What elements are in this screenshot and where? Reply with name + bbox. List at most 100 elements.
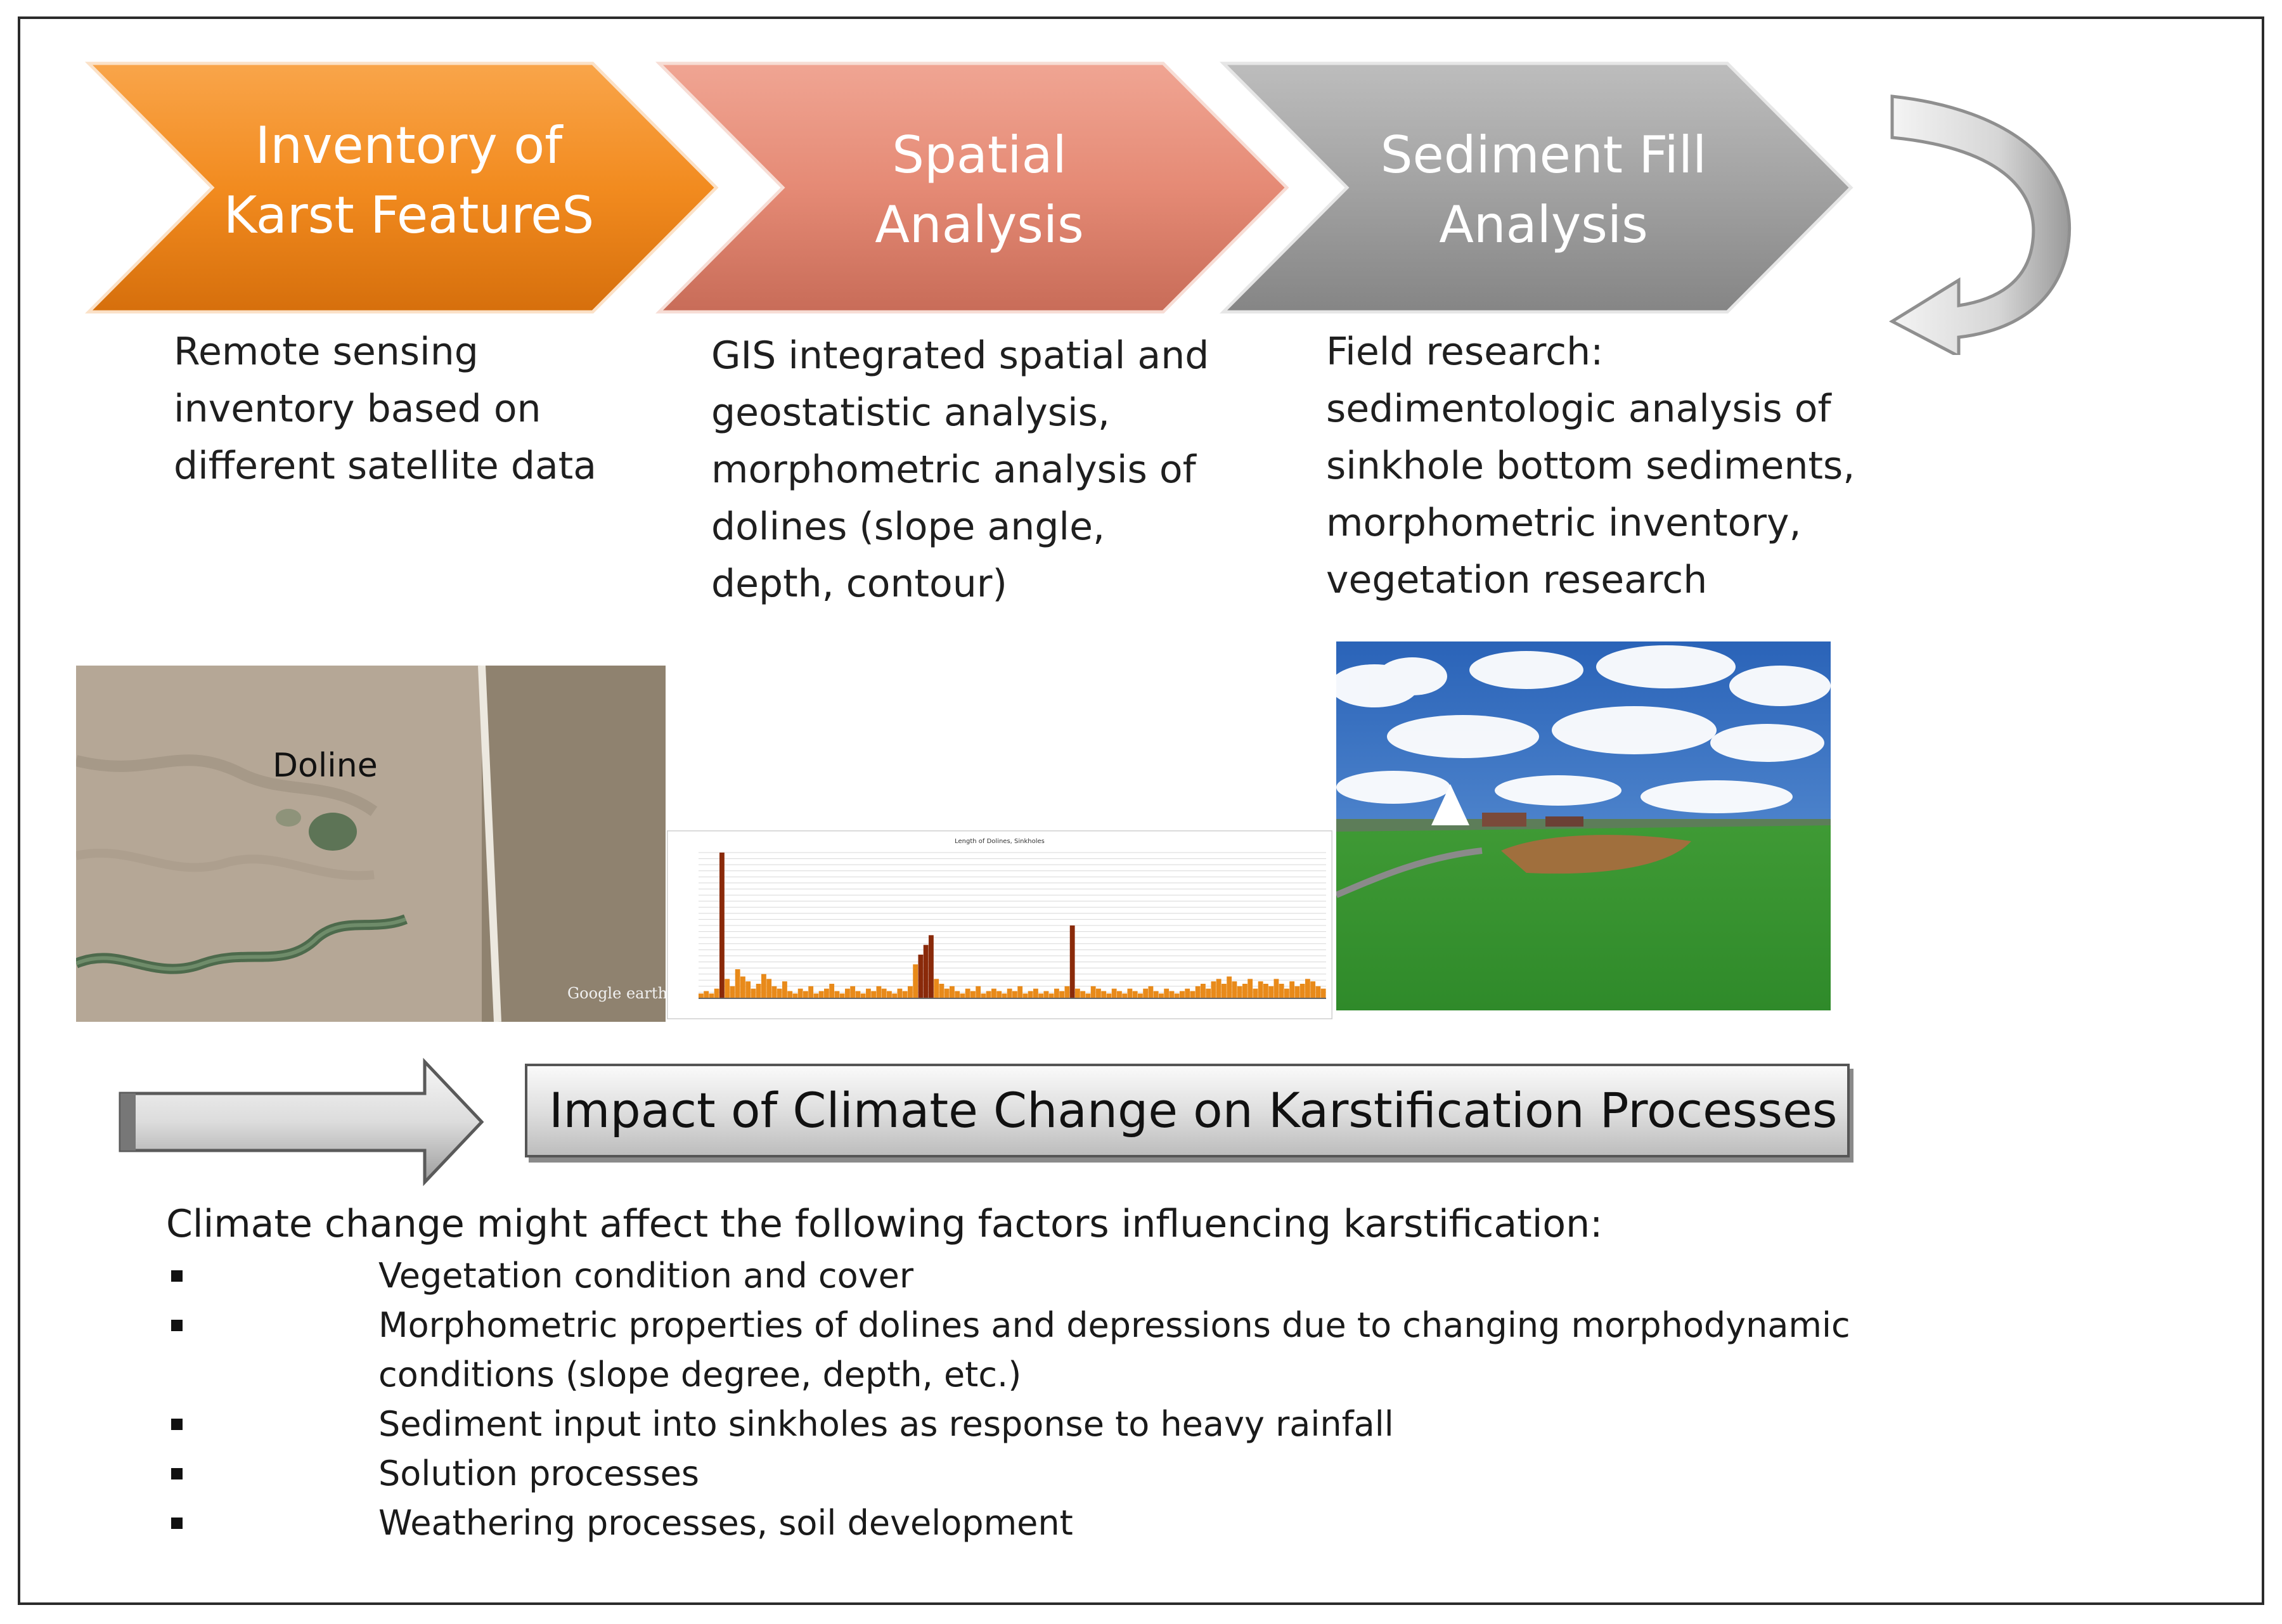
google-earth-watermark: Google earth (567, 984, 666, 1002)
chart-bar (986, 991, 991, 998)
factor-text: Weathering processes, soil development (378, 1503, 1073, 1543)
chart-bar (1085, 993, 1091, 998)
chart-bar (1310, 981, 1316, 998)
chart-bar (699, 993, 704, 998)
field-photo (1336, 641, 1831, 1010)
chart-bar (792, 993, 798, 998)
chevron-spatial (655, 61, 1289, 314)
chart-bar (944, 988, 950, 998)
chart-bar (1080, 991, 1086, 998)
chart-bar (1305, 979, 1310, 998)
block-arrow-icon (119, 1057, 484, 1187)
chart-bar (1299, 984, 1305, 998)
chart-bar (751, 988, 756, 998)
chart-bar (1216, 979, 1222, 998)
chart-bar (970, 991, 976, 998)
chart-bar (1033, 988, 1038, 998)
chart-bar (771, 986, 777, 998)
chart-bar (740, 976, 745, 998)
chart-gridlines (699, 852, 1326, 999)
chart-bar (996, 991, 1002, 998)
chevron-sediment (1219, 61, 1853, 314)
chart-bar (881, 988, 887, 998)
chart-bar (824, 988, 829, 998)
chart-bar (1180, 991, 1185, 998)
chart-bar (1227, 976, 1232, 998)
chart-bar (860, 993, 866, 998)
chart-bar (1143, 988, 1149, 998)
chart-bar (1211, 981, 1216, 998)
chart-bar (1028, 991, 1033, 998)
chart-bar (1138, 993, 1143, 998)
chart-bar (1148, 986, 1154, 998)
chart-bar (887, 991, 892, 998)
step2-title-line1: Spatial (892, 126, 1067, 184)
chart-bar (866, 988, 871, 998)
chart-bar (719, 853, 725, 998)
list-item: Weathering processes, soil development (166, 1498, 1878, 1548)
factors-intro: Climate change might affect the followin… (166, 1202, 1603, 1246)
impact-title-box: Impact of Climate Change on Karstificati… (525, 1064, 1850, 1157)
chart-bar (839, 993, 845, 998)
list-item: Morphometric properties of dolines and d… (166, 1301, 1878, 1400)
chart-bar (939, 984, 944, 998)
chart-bar (1232, 981, 1237, 998)
chart-bar (803, 991, 808, 998)
chart-bar (1164, 988, 1170, 998)
step1-desc-line: inventory based on (174, 387, 541, 431)
chart-bar (1185, 988, 1190, 998)
chart-bar (777, 988, 782, 998)
chart-bar (1294, 986, 1300, 998)
chart-bar (871, 991, 877, 998)
step1-desc-line: Remote sensing (174, 330, 479, 374)
step1-title-line2: Karst FeatureS (223, 186, 595, 245)
chart-bar (1315, 986, 1321, 998)
chart-bar (955, 991, 960, 998)
chevron-inventory (84, 61, 719, 314)
bullet-icon (171, 1468, 183, 1479)
chart-bar (1038, 993, 1044, 998)
chart-bar (918, 955, 924, 998)
chart-bar (913, 964, 919, 998)
chart-bar (1064, 986, 1070, 998)
factor-text: Morphometric properties of dolines and d… (378, 1305, 1850, 1395)
chart-bar (1096, 988, 1101, 998)
chart-bar (1242, 984, 1247, 998)
step2-title-line2: Analysis (875, 195, 1084, 254)
step3-title-line1: Sediment Fill (1380, 126, 1707, 184)
chart-bar (908, 986, 913, 998)
chart-bar (845, 988, 850, 998)
chart-bar (1153, 991, 1159, 998)
chart-bar (1111, 988, 1117, 998)
step2-title: Spatial Analysis (754, 120, 1204, 260)
step3-desc-line: Field research: (1326, 330, 1604, 374)
chart-bar (704, 991, 709, 998)
chart-bar (1048, 993, 1054, 998)
chart-bar (1206, 988, 1211, 998)
list-item: Vegetation condition and cover (166, 1251, 1878, 1301)
chart-bar (1159, 993, 1164, 998)
chart-bar (834, 991, 840, 998)
chart-bar (1253, 988, 1258, 998)
chart-bar (1174, 993, 1180, 998)
chart-bar (1002, 993, 1007, 998)
chart-bar (1022, 993, 1028, 998)
chart-bar (976, 986, 981, 998)
factor-text: Vegetation condition and cover (378, 1256, 914, 1296)
chart-bar (813, 993, 819, 998)
figure-frame (18, 16, 2264, 1605)
chart-bar (934, 979, 939, 998)
chart-bar (892, 993, 898, 998)
chart-bar (991, 988, 996, 998)
step3-desc-line: vegetation research (1326, 558, 1708, 602)
chart-title: Length of Dolines, Sinkholes (955, 838, 1045, 845)
chart-bar (1222, 984, 1227, 998)
step3-title-line2: Analysis (1439, 195, 1648, 254)
chart-bar (1279, 984, 1284, 998)
step3-desc-line: morphometric inventory, (1326, 501, 1802, 545)
chart-bar (929, 935, 934, 998)
chart-bar (850, 986, 856, 998)
chart-bar (782, 981, 787, 998)
chart-bar (829, 984, 835, 998)
chart-bar (761, 974, 766, 998)
